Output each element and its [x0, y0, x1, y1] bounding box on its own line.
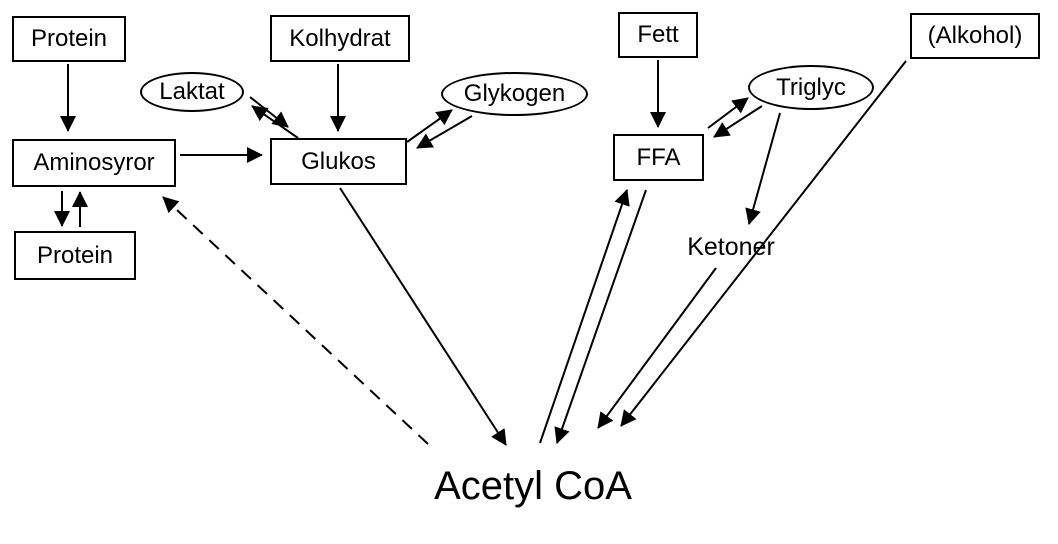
node-glykogen: Glykogen — [441, 72, 588, 116]
node-glukos: Glukos — [270, 138, 407, 185]
edge-acetyl-to-ffa — [539, 189, 630, 444]
edge-alkohol-to-acetyl — [620, 60, 907, 427]
edge-triglyc-to-ketoner — [745, 112, 781, 225]
node-acetyl-coa: Acetyl CoA — [434, 464, 632, 508]
edge-glukos-to-acetyl — [339, 187, 507, 446]
edge-laktat-to-glukos — [249, 96, 289, 128]
edge-ketoner-to-acetyl — [597, 267, 717, 429]
node-ketoner: Ketoner — [687, 232, 775, 261]
edge-ffa-to-triglyc — [707, 97, 749, 129]
node-aminosyror: Aminosyror — [12, 139, 176, 187]
node-alkohol: (Alkohol) — [910, 13, 1040, 59]
edge-ffa-to-acetyl — [554, 189, 647, 444]
edge-glukos-to-laktat — [251, 105, 299, 139]
node-fett: Fett — [618, 12, 698, 58]
edge-glykogen-to-glukos — [416, 115, 473, 149]
edge-acetyl-to-aminosyror-dashed — [162, 196, 429, 445]
node-ffa: FFA — [613, 134, 704, 181]
node-kolhydrat: Kolhydrat — [270, 15, 410, 62]
node-protein-bottom: Protein — [14, 231, 136, 280]
node-triglyc: Triglyc — [748, 65, 874, 110]
node-protein-top: Protein — [12, 16, 126, 62]
edge-triglyc-to-ffa — [713, 105, 763, 138]
edge-glukos-to-glykogen — [406, 109, 453, 143]
node-laktat: Laktat — [140, 72, 244, 112]
